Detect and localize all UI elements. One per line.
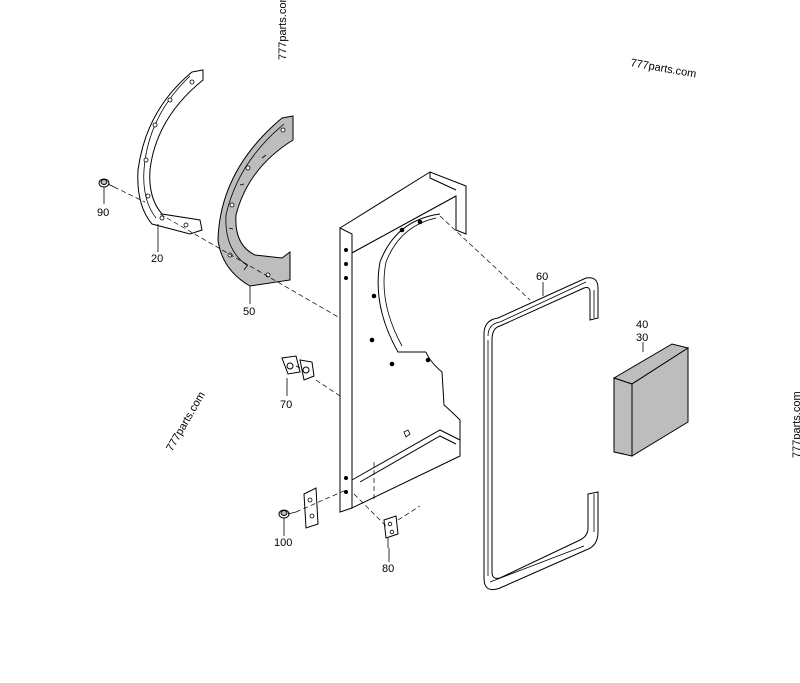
label-part-90: 90 (97, 207, 109, 219)
label-part-100: 100 (274, 537, 292, 549)
part-30-40-filter-block (612, 343, 690, 457)
label-part-40: 40 (636, 319, 648, 331)
label-part-30: 30 (636, 332, 648, 344)
part-20-curved-bracket (137, 69, 204, 235)
part-100-screw-bracket (278, 487, 319, 529)
watermark-top: 777parts.com (277, 0, 289, 60)
leader-lines (103, 187, 644, 562)
watermark-top-right: 777parts.com (629, 57, 697, 80)
part-50-gasket (217, 115, 294, 287)
housing-frame (339, 171, 467, 513)
label-part-50: 50 (243, 306, 255, 318)
part-70-latch (281, 355, 315, 381)
part-60-seal-frame (483, 277, 599, 591)
label-part-20: 20 (151, 253, 163, 265)
label-part-60: 60 (536, 271, 548, 283)
part-80-clip (383, 515, 399, 548)
part-90-screw (98, 178, 115, 188)
label-part-70: 70 (280, 399, 292, 411)
watermark-left: 777parts.com (164, 390, 208, 454)
watermark-right: 777parts.com (791, 391, 800, 458)
assembly-lines (113, 186, 531, 527)
label-part-80: 80 (382, 563, 394, 575)
